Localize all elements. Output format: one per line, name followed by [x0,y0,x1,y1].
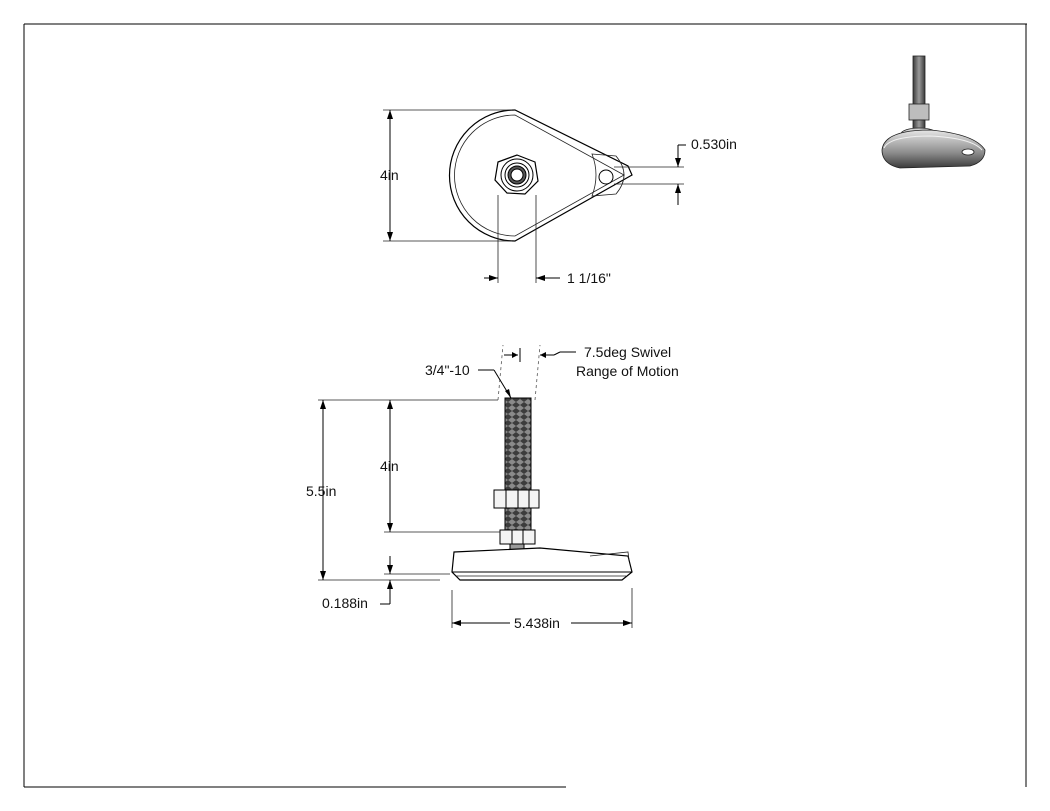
top-height-label: 4in [380,167,399,183]
base-pad [451,547,633,581]
base-width-label: 5.438in [514,615,560,631]
lower-nut [499,529,536,545]
hex-size-label: 1 1/16" [567,270,611,286]
total-height-label: 5.5in [306,483,336,499]
swivel-label-line2: Range of Motion [576,363,679,379]
jam-nut [493,489,540,509]
base-plate-outline [448,109,633,242]
slot-width-label: 0.530in [691,136,737,152]
base-thickness-label: 0.188in [322,595,368,611]
side-view: 3/4"-10 7.5deg Swivel Range of Motion 5.… [306,344,679,631]
stud-height-label: 4in [380,458,399,474]
top-view: 4in 0.530in 1 1/16" [380,109,737,286]
thread-label: 3/4"-10 [425,362,470,378]
threaded-stud [504,397,532,533]
mounting-slot [598,169,614,185]
isometric-preview [881,55,986,169]
drawing-frame [23,23,1027,788]
swivel-label-line1: 7.5deg Swivel [584,344,671,360]
